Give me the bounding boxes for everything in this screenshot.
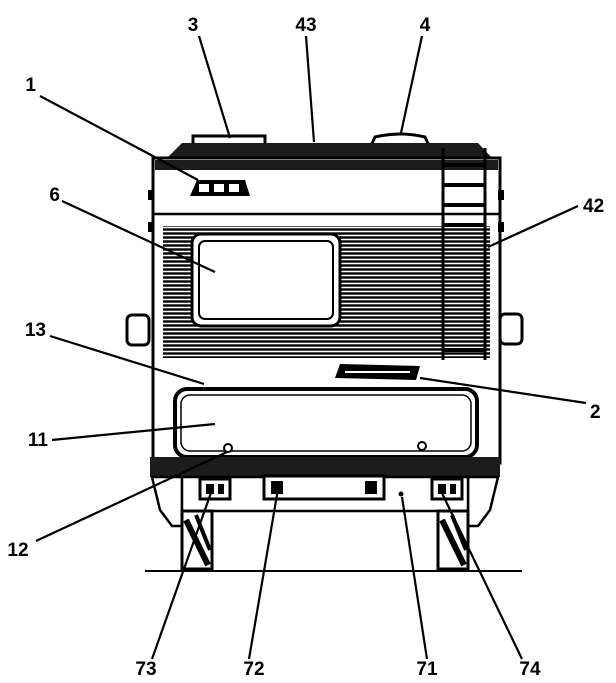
- leader-1: [39, 95, 199, 181]
- leader-42: [487, 204, 579, 249]
- brand-logo: [190, 180, 250, 196]
- leader-71: [400, 496, 429, 660]
- callout-2: 2: [590, 402, 601, 423]
- callout-71: 71: [416, 659, 438, 680]
- callout-73: 73: [135, 659, 156, 680]
- right-marker-light: [498, 190, 504, 200]
- callout-11: 11: [28, 430, 49, 451]
- leader-3: [197, 35, 232, 139]
- leader-13: [49, 334, 205, 386]
- leader-73: [150, 489, 214, 660]
- right-tail-light-icon: [430, 477, 464, 501]
- leader-12: [35, 451, 228, 542]
- storage-compartment: [173, 387, 479, 459]
- callout-72: 72: [243, 659, 264, 680]
- callout-4: 4: [420, 15, 431, 36]
- right-rear-wheel: [436, 509, 470, 571]
- hitch-receiver: [398, 491, 404, 497]
- rear-bumper: [150, 457, 500, 477]
- upper-cap-band: [155, 160, 498, 170]
- callout-42: 42: [583, 196, 604, 217]
- left-tail-light-icon: [198, 477, 232, 501]
- leader-11: [51, 422, 216, 442]
- ladder-icon: [441, 148, 487, 360]
- callout-74: 74: [519, 659, 541, 680]
- callout-3: 3: [188, 15, 199, 36]
- compartment-lock-right: [417, 441, 427, 451]
- roof-cap: [165, 143, 494, 160]
- right-mirror-icon: [498, 312, 524, 346]
- model-badge: [335, 364, 420, 380]
- license-plate-icon: [262, 474, 386, 501]
- callout-6: 6: [49, 185, 60, 206]
- callout-1: 1: [25, 75, 36, 96]
- callout-13: 13: [25, 320, 46, 341]
- leader-74: [439, 488, 523, 660]
- leader-72: [247, 488, 280, 660]
- callout-43: 43: [295, 15, 316, 36]
- leader-43: [304, 35, 316, 143]
- leader-6: [61, 200, 216, 273]
- leader-2: [419, 376, 587, 405]
- callout-12: 12: [7, 540, 28, 561]
- leader-4: [399, 35, 424, 134]
- left-marker-light: [148, 190, 154, 200]
- left-mirror-icon: [125, 313, 151, 347]
- compartment-lock-left: [223, 443, 233, 453]
